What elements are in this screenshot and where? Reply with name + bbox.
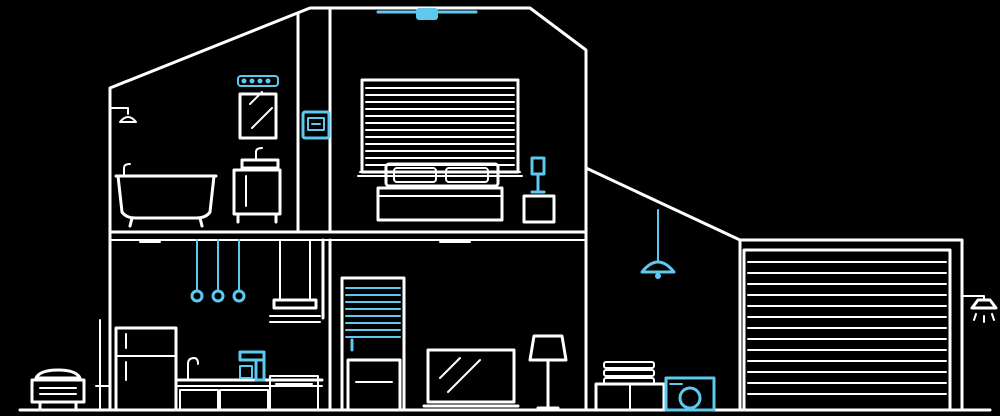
hanging-lamp-icon[interactable] [640, 209, 676, 279]
bedside-lamp-icon[interactable] [522, 156, 556, 224]
mirror-icon [238, 91, 278, 140]
grill-icon [30, 368, 86, 412]
bathtub-icon [114, 163, 218, 228]
kitchen-faucet-icon [187, 357, 199, 379]
washing-machine-icon[interactable] [664, 376, 716, 412]
outdoor-light-icon[interactable] [961, 295, 998, 323]
coffee-maker-icon[interactable] [238, 350, 266, 382]
garage-door-icon[interactable] [742, 248, 952, 412]
shower-head-icon [111, 107, 137, 123]
fridge-icon [114, 326, 178, 412]
window-blinds-icon [357, 78, 523, 177]
pendant-lights-icon[interactable] [190, 239, 246, 303]
stacked-towels-icon [603, 361, 655, 385]
fence-icon [95, 319, 111, 411]
bed-icon [376, 162, 504, 222]
vanity-lights-icon [237, 75, 279, 87]
ceiling-fan-icon [376, 8, 478, 20]
smart-blinds-icon[interactable] [340, 276, 406, 412]
floor-lamp-icon[interactable] [528, 334, 568, 410]
kitchen-counter-icon [176, 375, 324, 411]
sink-cabinet-icon [232, 147, 282, 224]
thermostat-icon[interactable] [301, 110, 331, 140]
laundry-cabinet-icon [594, 382, 666, 412]
tv-icon [422, 348, 520, 408]
range-hood-icon [269, 239, 321, 323]
